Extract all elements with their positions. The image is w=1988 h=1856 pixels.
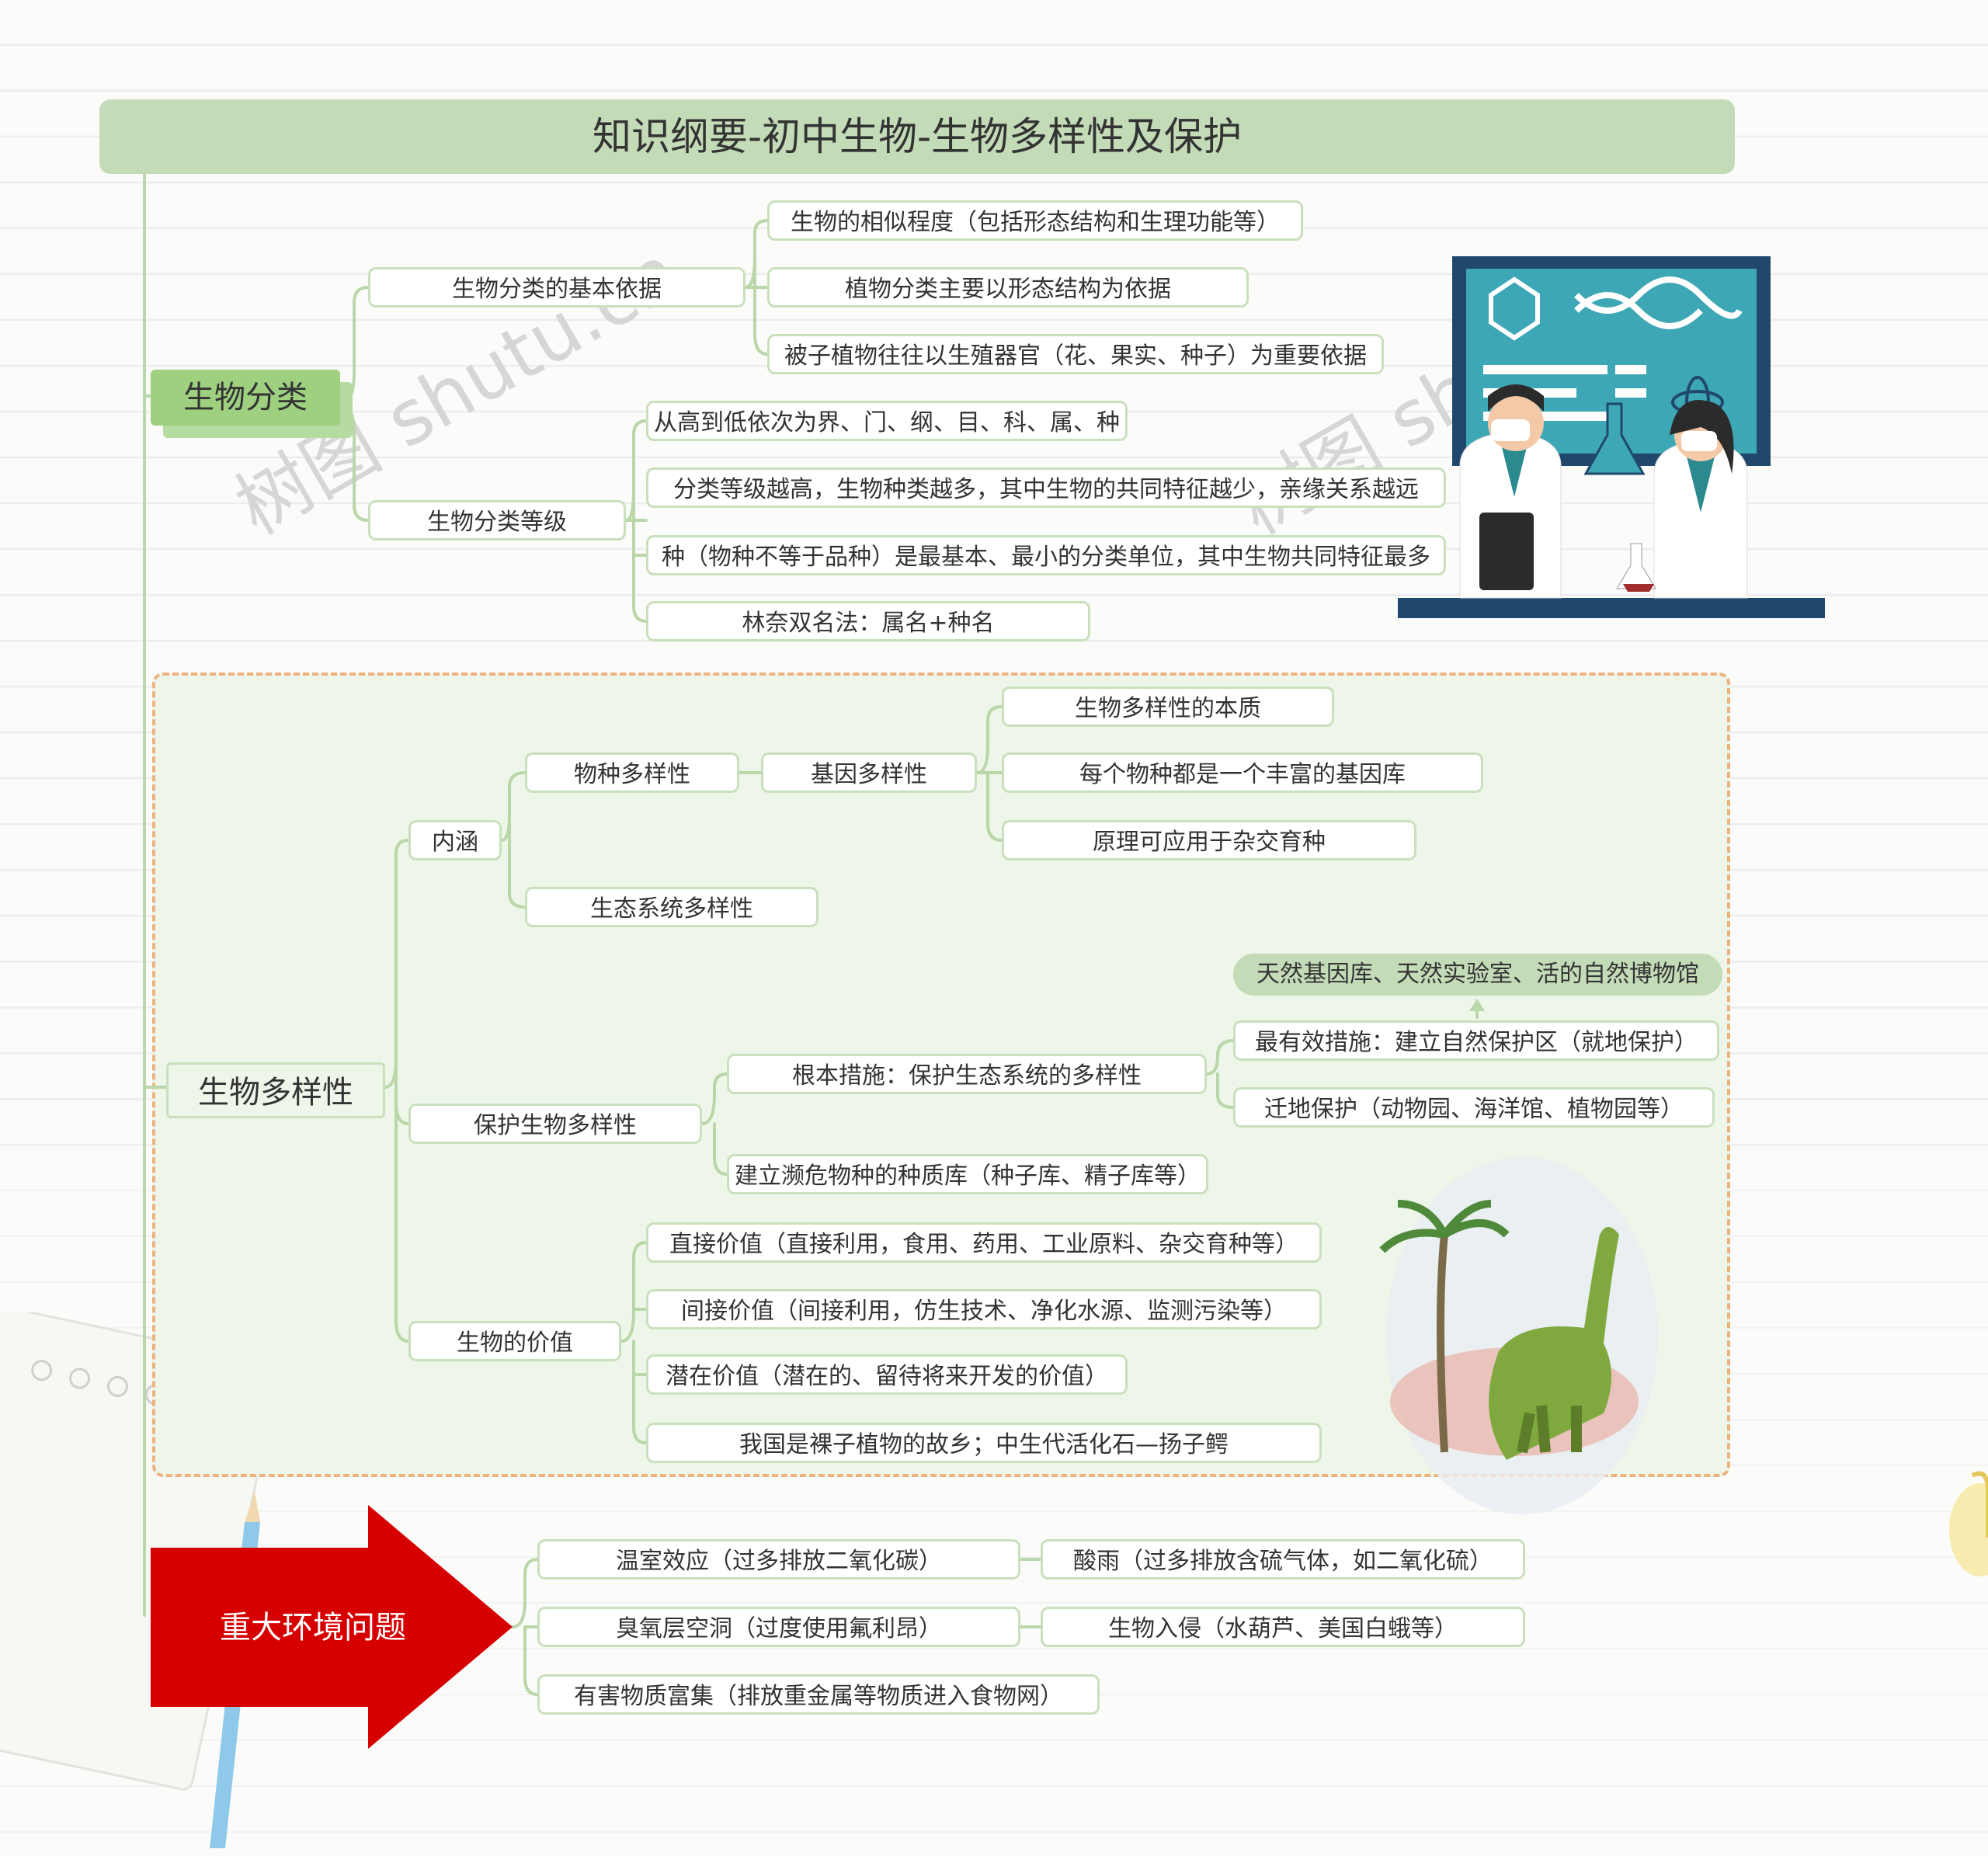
node-ex-situ[interactable]: 迁地保护（动物园、海洋馆、植物园等） [1233, 1087, 1715, 1128]
node-bio-invasion[interactable]: 生物入侵（水葫芦、美国白蛾等） [1041, 1607, 1525, 1647]
environment-arrow-shape [151, 1505, 513, 1749]
node-basic-measure[interactable]: 根本措施：保护生态系统的多样性 [727, 1054, 1207, 1094]
node-gene-breeding[interactable]: 原理可应用于杂交育种 [1002, 820, 1416, 860]
node-gene-pool[interactable]: 每个物种都是一个丰富的基因库 [1002, 752, 1483, 793]
node-ozone-hole[interactable]: 臭氧层空洞（过度使用氟利昂） [537, 1607, 1020, 1647]
node-biological-value[interactable]: 生物的价值 [408, 1321, 621, 1361]
node-germplasm-bank[interactable]: 建立濒危物种的种质库（种子库、精子库等） [727, 1154, 1208, 1194]
branch-environment-problems[interactable]: 重大环境问题 [220, 1610, 406, 1646]
node-potential-value[interactable]: 潜在价值（潜在的、留待将来开发的价值） [646, 1354, 1128, 1395]
node-ranks-higher[interactable]: 分类等级越高，生物种类越多，其中生物的共同特征越少，亲缘关系越远 [646, 467, 1446, 508]
node-gene-diversity[interactable]: 基因多样性 [761, 752, 977, 793]
node-classification-basis[interactable]: 生物分类的基本依据 [368, 267, 746, 308]
node-nature-reserve[interactable]: 最有效措施：建立自然保护区（就地保护） [1233, 1020, 1719, 1061]
node-ecosystem-diversity[interactable]: 生态系统多样性 [525, 887, 818, 927]
node-acid-rain[interactable]: 酸雨（过多排放含硫气体，如二氧化硫） [1041, 1539, 1525, 1580]
node-harmful-accumulation[interactable]: 有害物质富集（排放重金属等物质进入食物网） [537, 1674, 1100, 1715]
node-basis-angiosperm[interactable]: 被子植物往往以生殖器官（花、果实、种子）为重要依据 [767, 334, 1384, 374]
node-direct-value[interactable]: 直接价值（直接利用，食用、药用、工业原料、杂交育种等） [646, 1222, 1322, 1263]
node-protect-biodiversity[interactable]: 保护生物多样性 [408, 1104, 702, 1144]
node-ranks-binomial[interactable]: 林奈双名法：属名+种名 [646, 601, 1090, 641]
node-basis-similarity[interactable]: 生物的相似程度（包括形态结构和生理功能等） [767, 200, 1303, 241]
node-ranks-order[interactable]: 从高到低依次为界、门、纲、目、科、属、种 [646, 401, 1128, 441]
page-title: 知识纲要-初中生物-生物多样性及保护 [99, 99, 1735, 174]
note-natural-gene-bank[interactable]: 天然基因库、天然实验室、活的自然博物馆 [1233, 954, 1722, 996]
branch-biodiversity[interactable]: 生物多样性 [166, 1062, 385, 1118]
node-gene-essence[interactable]: 生物多样性的本质 [1002, 686, 1334, 727]
node-meaning[interactable]: 内涵 [408, 820, 502, 860]
node-species-diversity[interactable]: 物种多样性 [525, 752, 739, 793]
node-gymnosperm-homeland[interactable]: 我国是裸子植物的故乡；中生代活化石—扬子鳄 [646, 1423, 1322, 1463]
node-classification-ranks[interactable]: 生物分类等级 [368, 500, 626, 540]
node-greenhouse-effect[interactable]: 温室效应（过多排放二氧化碳） [537, 1539, 1020, 1580]
node-basis-plant-structure[interactable]: 植物分类主要以形态结构为依据 [767, 267, 1249, 308]
branch-classification[interactable]: 生物分类 [151, 370, 340, 426]
node-indirect-value[interactable]: 间接价值（间接利用，仿生技术、净化水源、监测污染等） [646, 1289, 1322, 1329]
node-ranks-species[interactable]: 种（物种不等于品种）是最基本、最小的分类单位，其中生物共同特征最多 [646, 535, 1446, 575]
